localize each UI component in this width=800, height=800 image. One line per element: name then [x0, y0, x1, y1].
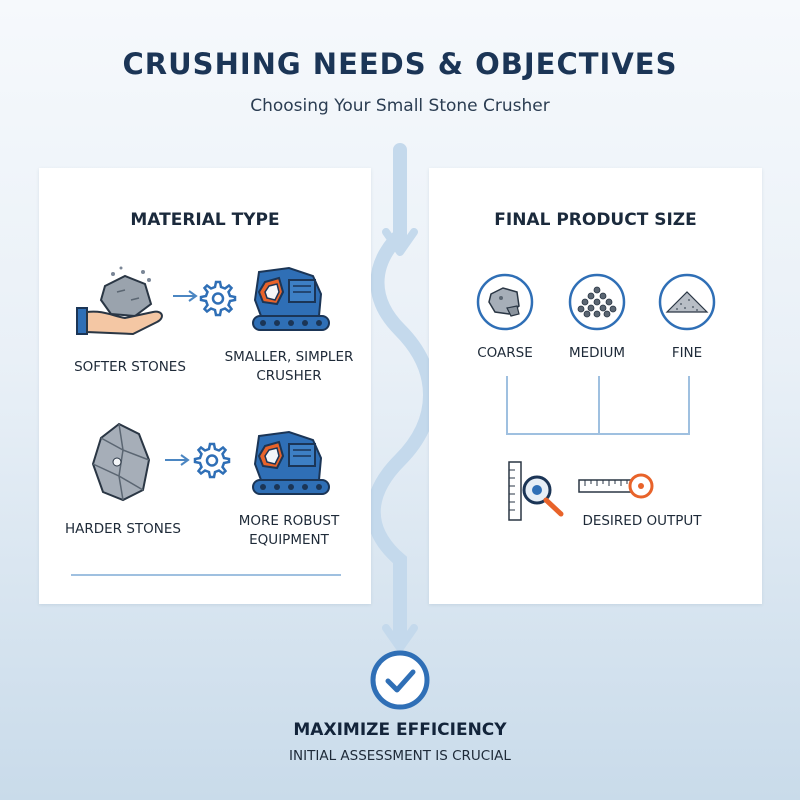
medium-gravel-icon [568, 273, 626, 331]
footer-subtitle: INITIAL ASSESSMENT IS CRUCIAL [289, 748, 511, 764]
output-label-line2: EQUIPMENT [249, 532, 329, 548]
fine-label: FINE [671, 345, 703, 361]
material-type-heading: MATERIAL TYPE [130, 210, 280, 230]
page-title: CRUSHING NEEDS & OBJECTIVES [122, 47, 678, 81]
more-robust-equipment-label: MORE ROBUST EQUIPMENT [217, 512, 361, 550]
arrow-right-icon [165, 454, 190, 466]
medium-label: MEDIUM [568, 345, 626, 361]
gear-icon [193, 442, 231, 479]
crusher-machine-icon [252, 266, 330, 331]
final-product-size-panel: FINAL PRODUCT SIZE COARSE MEDIUM FINE [429, 168, 762, 604]
page-subtitle: Choosing Your Small Stone Crusher [250, 96, 550, 116]
material-type-panel: MATERIAL TYPE SOFTER STONES SMALLER, SIM… [39, 168, 371, 604]
desired-output-label: DESIRED OUTPUT [582, 513, 702, 529]
hand-holding-stone-icon [76, 266, 163, 336]
divider [71, 574, 341, 576]
smaller-simpler-crusher-label: SMALLER, SIMPLER CRUSHER [217, 348, 361, 386]
hard-stone-icon [91, 422, 151, 502]
crusher-machine-icon [252, 430, 330, 495]
coarse-rock-icon [476, 273, 534, 331]
output-label-line1: SMALLER, SIMPLER [224, 349, 354, 365]
footer-title: MAXIMIZE EFFICIENCY [293, 720, 507, 740]
measuring-tape-icon [578, 473, 654, 499]
final-product-size-heading: FINAL PRODUCT SIZE [494, 210, 697, 230]
coarse-label: COARSE [477, 345, 533, 361]
harder-stones-label: HARDER STONES [64, 521, 181, 537]
arrow-right-icon [173, 290, 198, 302]
output-label-line1: MORE ROBUST [238, 513, 340, 529]
softer-stones-label: SOFTER STONES [74, 359, 186, 375]
magnifier-ruler-icon [508, 461, 564, 521]
gear-icon [199, 280, 237, 317]
check-circle-icon [370, 650, 430, 710]
fine-sand-icon [658, 273, 716, 331]
output-label-line2: CRUSHER [256, 368, 322, 384]
size-bracket-connector [506, 376, 690, 435]
